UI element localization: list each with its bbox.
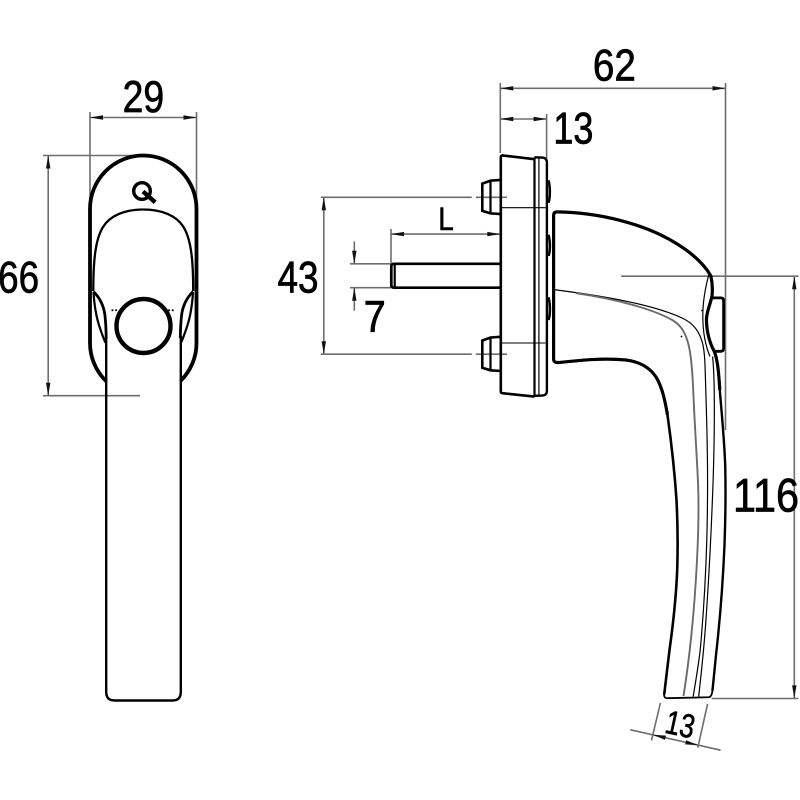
svg-text:62: 62	[593, 41, 636, 91]
svg-text:29: 29	[123, 72, 165, 122]
svg-text:66: 66	[0, 253, 39, 303]
svg-text:13: 13	[553, 103, 593, 153]
svg-text:116: 116	[733, 470, 799, 523]
svg-text:7: 7	[364, 292, 386, 342]
svg-text:43: 43	[278, 252, 319, 302]
svg-text:L: L	[438, 201, 454, 237]
svg-text:13: 13	[662, 704, 698, 746]
